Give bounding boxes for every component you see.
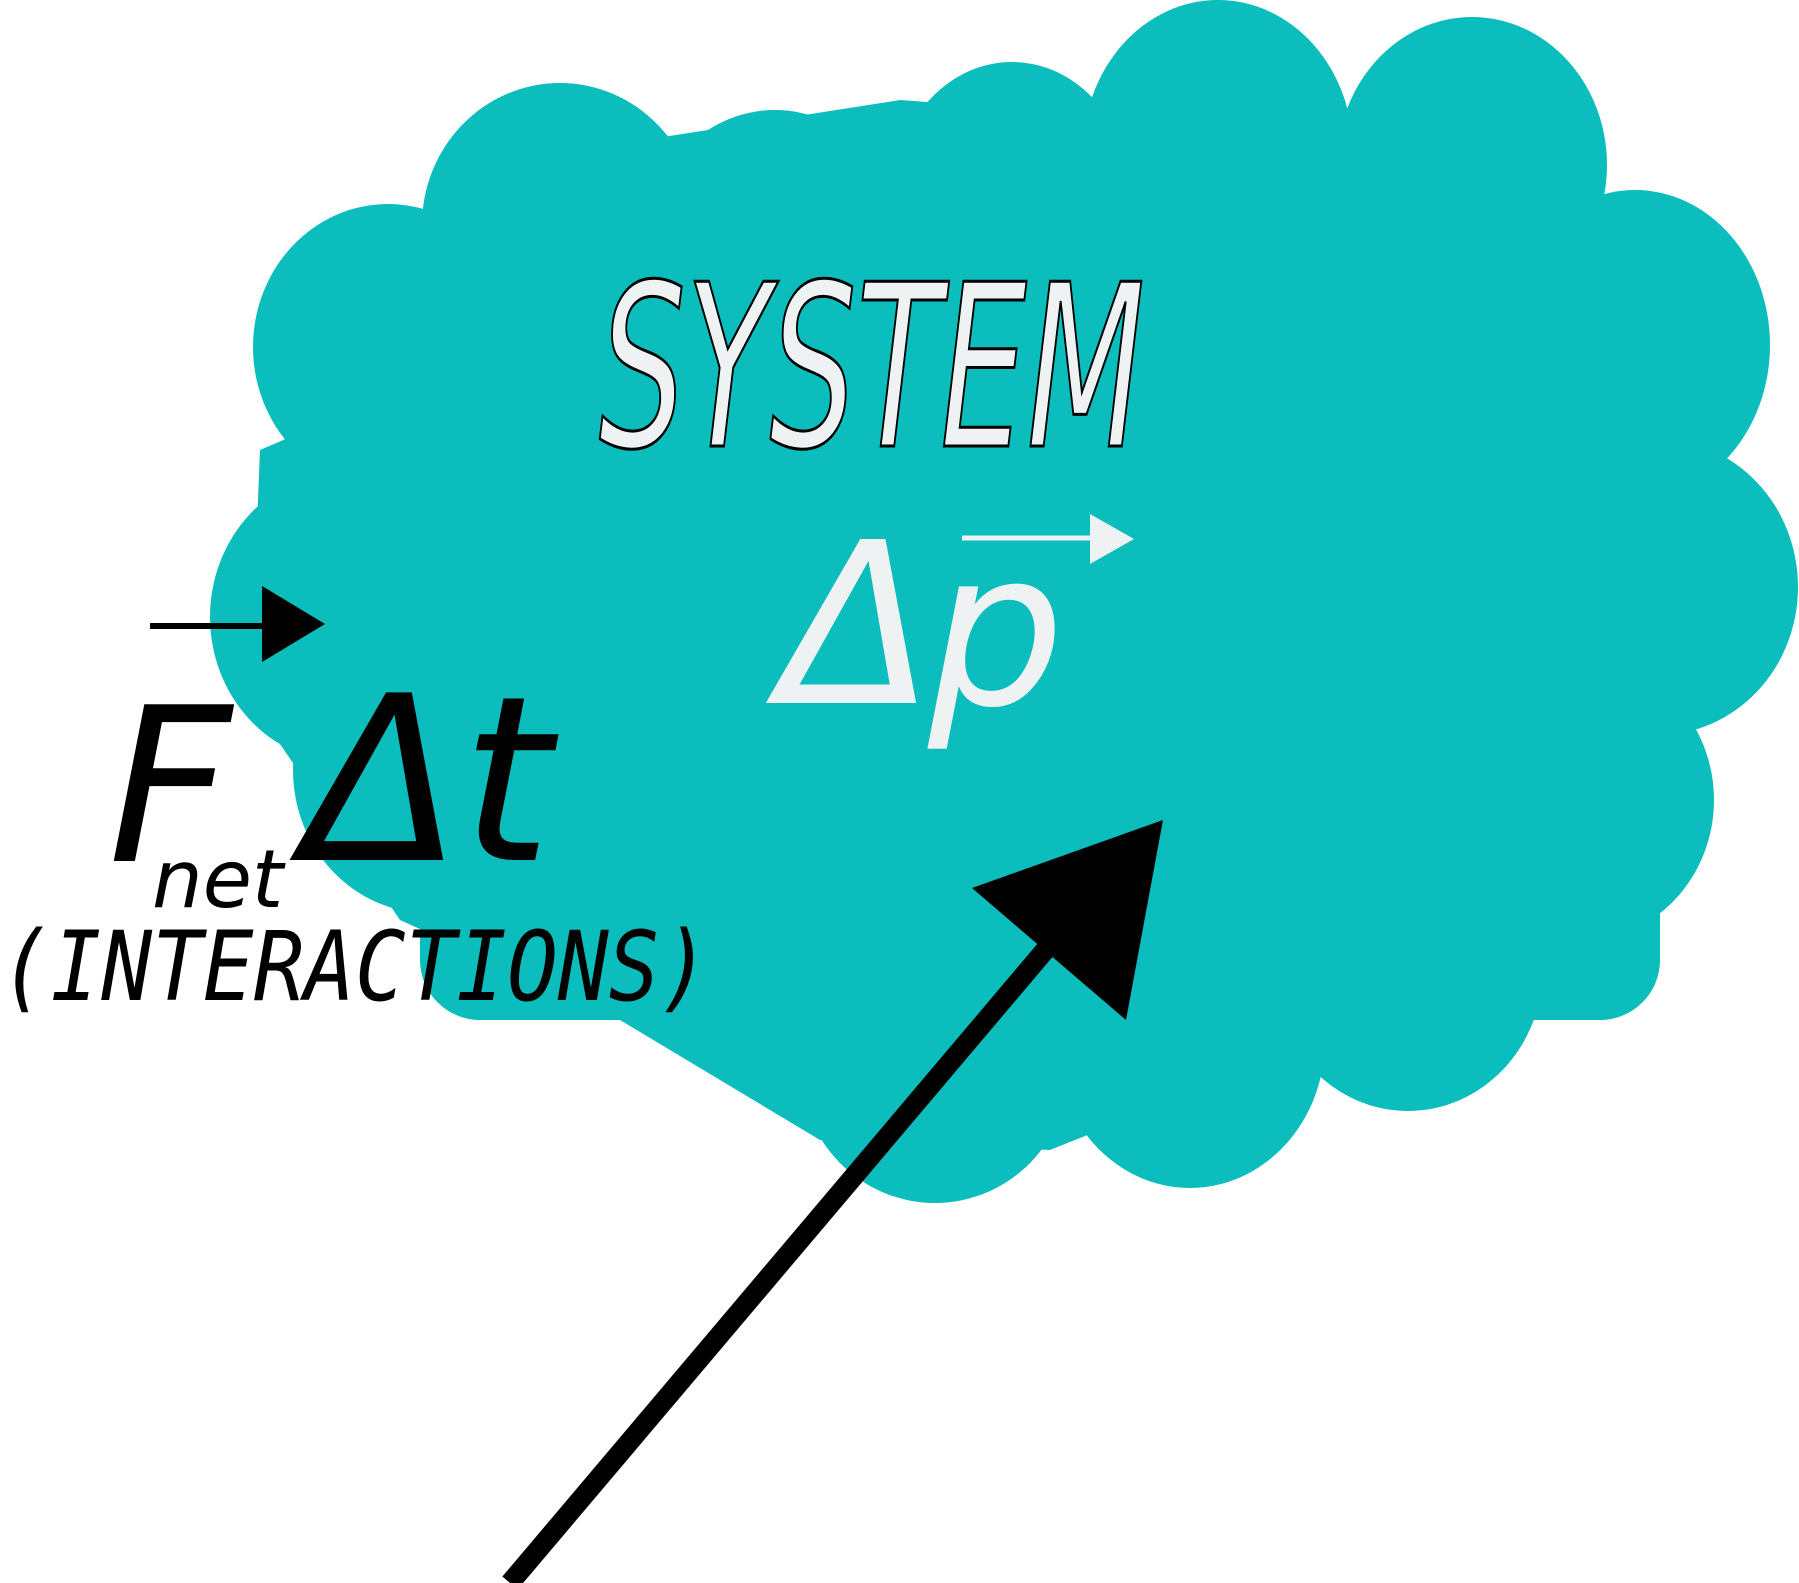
force-subscript: net	[152, 833, 286, 926]
force-symbol: F	[108, 661, 235, 912]
delta-symbol: Δ	[765, 495, 934, 757]
system-cloud	[210, 0, 1798, 1203]
momentum-vector-arrow	[962, 514, 1134, 564]
force-vector-arrow	[150, 586, 325, 662]
delta-t: Δt	[289, 648, 559, 915]
momentum-symbol: p	[927, 504, 1064, 755]
momentum-change: Δ p	[765, 495, 1134, 757]
interaction-arrow	[502, 820, 1163, 1583]
system-label: SYSTEM	[599, 237, 1145, 500]
impulse-expression: F net Δt (INTERACTIONS)	[0, 586, 710, 1023]
interactions-caption: (INTERACTIONS)	[0, 911, 710, 1023]
